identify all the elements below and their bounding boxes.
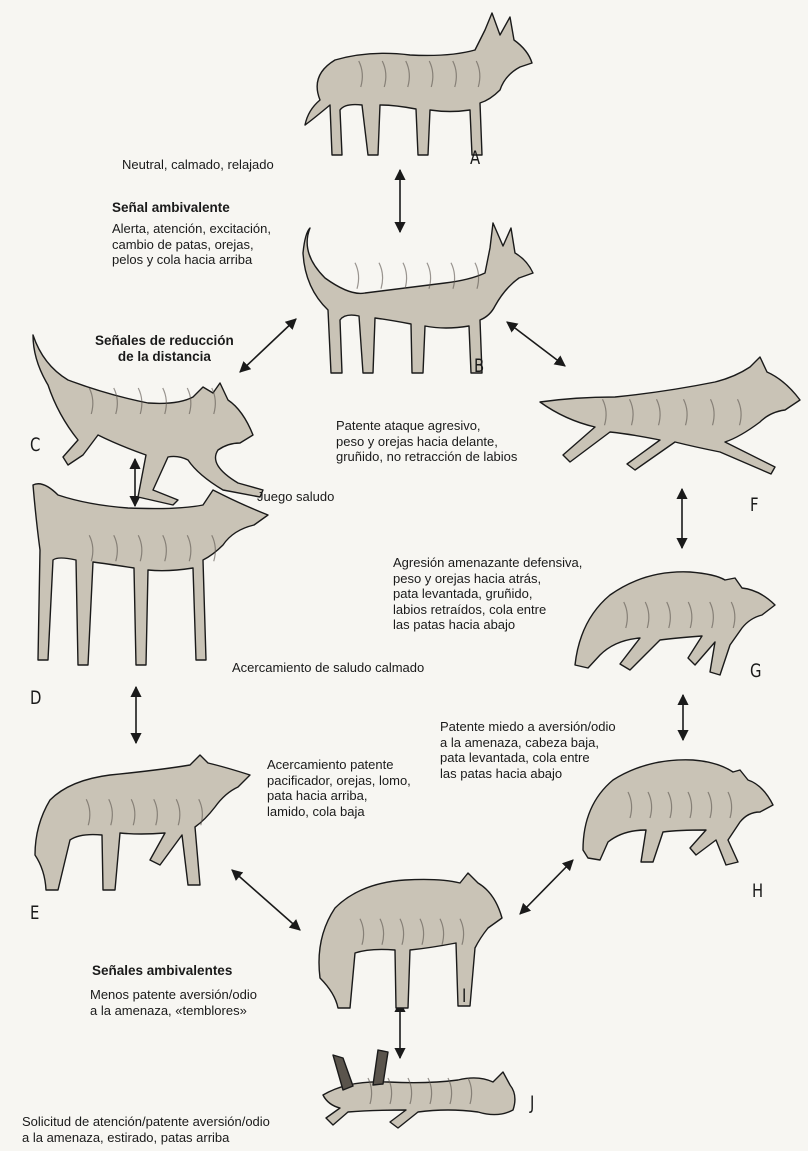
caption-a: Neutral, calmado, relajado bbox=[122, 157, 274, 173]
heading-c: Señales de reducción de la distancia bbox=[95, 333, 234, 365]
wolf-b-illustration bbox=[295, 198, 535, 383]
label-g: G bbox=[750, 660, 761, 682]
wolf-i-illustration bbox=[310, 868, 510, 1013]
fur-shading-stroke bbox=[403, 263, 407, 289]
wolf-i-body bbox=[319, 873, 502, 1008]
heading-b: Señal ambivalente bbox=[112, 200, 230, 216]
label-a: A bbox=[470, 147, 480, 169]
wolf-a-illustration bbox=[300, 5, 535, 165]
caption-j: Solicitud de atención/patente aversión/o… bbox=[22, 1114, 270, 1145]
caption-i: Menos patente aversión/odio a la amenaza… bbox=[90, 987, 257, 1018]
wolf-d-illustration bbox=[28, 460, 273, 675]
label-e: E bbox=[30, 902, 39, 924]
wolf-b-body bbox=[303, 223, 533, 373]
wolf-e-illustration bbox=[30, 745, 255, 900]
caption-e: Acercamiento patente pacificador, orejas… bbox=[267, 757, 411, 819]
wolf-e-body bbox=[35, 755, 250, 890]
caption-c: Juego saludo bbox=[257, 489, 334, 505]
caption-h: Patente miedo a aversión/odio a la amena… bbox=[440, 719, 616, 781]
label-h: H bbox=[752, 880, 763, 902]
wolf-f-illustration bbox=[535, 352, 805, 487]
wolf-g-body bbox=[575, 572, 775, 675]
caption-g: Agresión amenazante defensiva, peso y or… bbox=[393, 555, 582, 633]
label-b: B bbox=[474, 355, 484, 377]
label-i: I bbox=[462, 985, 466, 1007]
wolf-a-body bbox=[305, 13, 532, 155]
heading-i: Señales ambivalentes bbox=[92, 963, 232, 979]
wolf-f-body bbox=[540, 357, 800, 474]
wolf-d-body bbox=[33, 484, 268, 665]
wolf-j-illustration bbox=[318, 1050, 518, 1130]
arrow-h-i bbox=[520, 860, 573, 914]
fur-shading-stroke bbox=[379, 263, 383, 289]
label-d: D bbox=[30, 687, 41, 709]
caption-d: Acercamiento de saludo calmado bbox=[232, 660, 424, 676]
label-j: J bbox=[530, 1092, 534, 1114]
caption-b: Alerta, atención, excitación, cambio de … bbox=[112, 221, 271, 268]
fur-shading-stroke bbox=[355, 263, 359, 289]
label-c: C bbox=[30, 434, 40, 456]
wolf-j-body bbox=[323, 1072, 515, 1128]
caption-f: Patente ataque agresivo, peso y orejas h… bbox=[336, 418, 517, 465]
label-f: F bbox=[750, 494, 759, 516]
